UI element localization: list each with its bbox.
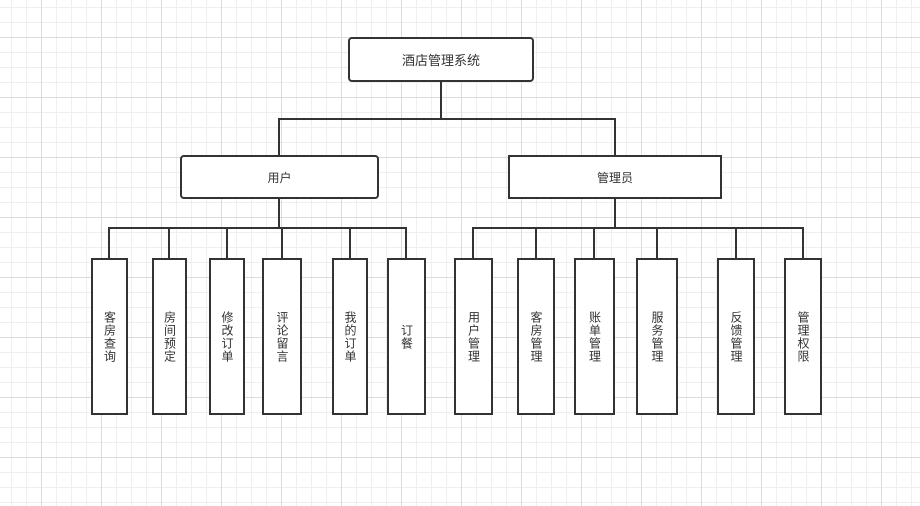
node-label: 评论留言	[275, 310, 289, 363]
node-admin[interactable]: 管理员	[508, 155, 722, 199]
node-label: 客房管理	[529, 310, 543, 363]
node-label: 账单管理	[587, 310, 602, 363]
connector-admin-bus	[472, 227, 804, 229]
node-label: 修改订单	[220, 310, 234, 363]
node-label: 管理权限	[796, 310, 810, 363]
node-leaf-room-search[interactable]: 客房查询	[91, 258, 128, 415]
connector-leaf-drop	[281, 227, 283, 260]
connector-leaf-drop	[593, 227, 595, 260]
node-label: 用户	[267, 170, 292, 185]
connector-leaf-drop	[472, 227, 474, 260]
node-label: 我的订单	[343, 310, 357, 363]
node-label: 客房查询	[102, 310, 117, 363]
connector-leaf-drop	[349, 227, 351, 260]
node-label: 房间预定	[162, 310, 177, 363]
node-leaf-room-management[interactable]: 客房管理	[517, 258, 555, 415]
connector-leaf-drop	[802, 227, 804, 260]
node-label: 反馈管理	[729, 310, 743, 363]
node-label: 服务管理	[650, 310, 664, 363]
node-leaf-room-booking[interactable]: 房间预定	[152, 258, 187, 415]
node-root[interactable]: 酒店管理系统	[348, 37, 534, 82]
connector-leaf-drop	[405, 227, 407, 260]
node-leaf-service-management[interactable]: 服务管理	[636, 258, 678, 415]
connector-root-down	[440, 81, 442, 120]
connector-leaf-drop	[226, 227, 228, 260]
connector-leaf-drop	[108, 227, 110, 260]
node-label: 酒店管理系统	[401, 54, 480, 69]
connector-leaf-drop	[656, 227, 658, 260]
connector-level1-bus	[278, 118, 616, 120]
node-label: 订餐	[399, 323, 414, 350]
connector-admin-down	[614, 198, 616, 229]
connector-leaf-drop	[535, 227, 537, 260]
node-leaf-comments[interactable]: 评论留言	[262, 258, 302, 415]
node-leaf-user-management[interactable]: 用户管理	[454, 258, 493, 415]
node-leaf-my-orders[interactable]: 我的订单	[332, 258, 368, 415]
connector-user-up	[278, 118, 280, 156]
node-leaf-feedback-management[interactable]: 反馈管理	[717, 258, 755, 415]
node-leaf-order-meal[interactable]: 订餐	[387, 258, 426, 415]
node-user[interactable]: 用户	[180, 155, 379, 199]
connector-leaf-drop	[168, 227, 170, 260]
node-label: 用户管理	[466, 310, 481, 363]
connector-user-down	[278, 198, 280, 229]
node-label: 管理员	[596, 170, 633, 185]
connector-user-bus	[108, 227, 407, 229]
node-leaf-permission-management[interactable]: 管理权限	[784, 258, 822, 415]
connector-admin-up	[614, 118, 616, 156]
node-leaf-modify-order[interactable]: 修改订单	[209, 258, 245, 415]
node-leaf-billing-management[interactable]: 账单管理	[574, 258, 615, 415]
connector-leaf-drop	[735, 227, 737, 260]
